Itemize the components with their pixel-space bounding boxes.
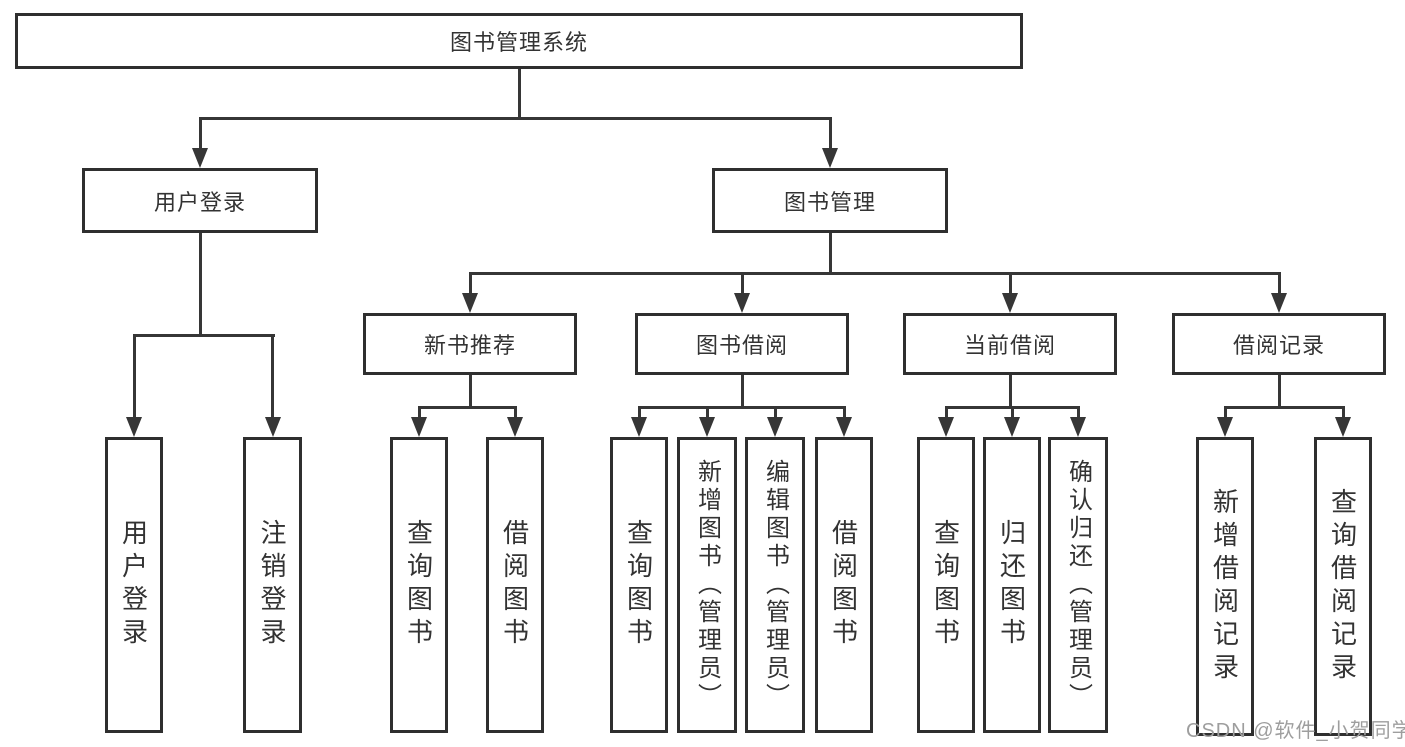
leaf-g2-query-book: 查询图书 (917, 437, 975, 733)
arrowhead-g1c2-icon (767, 417, 783, 437)
arrowhead-group1-icon (734, 293, 750, 313)
arrowhead-g1c3-icon (836, 417, 852, 437)
connector-group3-rail (1223, 405, 1345, 409)
node-borrow-record-label: 借阅记录 (1232, 333, 1325, 358)
connector-group1-rail (637, 405, 846, 409)
arrowhead-login-c1-icon (264, 417, 281, 437)
connector-drop-g0c0 (417, 407, 421, 419)
arrowhead-g3c0-icon (1217, 417, 1233, 437)
connector-drop-group3 (1277, 273, 1281, 295)
node-root-label: 图书管理系统 (449, 30, 588, 55)
arrowhead-g2c0-icon (938, 417, 954, 437)
arrowhead-g1c0-icon (631, 417, 647, 437)
csdn-watermark: CSDN @软件_小贺同学 (1186, 720, 1405, 742)
node-root: 图书管理系统 (15, 13, 1023, 69)
connector-root-rail (198, 116, 832, 120)
connector-group1-stem (740, 375, 744, 407)
node-current-borrow-label: 当前借阅 (963, 333, 1056, 358)
connector-drop-g3c0 (1223, 407, 1227, 419)
leaf-g1-query-book-label: 查询图书 (623, 519, 654, 651)
connector-drop-login-c0 (132, 335, 136, 419)
node-borrow-record: 借阅记录 (1172, 313, 1386, 375)
connector-mgmt-rail (468, 271, 1281, 275)
connector-drop-g0c1 (513, 407, 517, 419)
connector-drop-login-c1 (271, 335, 274, 419)
leaf-g2-confirm-return-admin: 确认归还（管理员） (1048, 437, 1108, 733)
node-current-borrow: 当前借阅 (903, 313, 1117, 375)
node-user-login: 用户登录 (82, 168, 318, 233)
arrowhead-group3-icon (1271, 293, 1287, 313)
arrowhead-login-c0-icon (126, 417, 142, 437)
leaf-g3-query-record-label: 查询借阅记录 (1327, 487, 1358, 686)
arrowhead-g0c1-icon (507, 417, 523, 437)
leaf-g3-query-record: 查询借阅记录 (1314, 437, 1372, 736)
leaf-logout: 注销登录 (243, 437, 302, 733)
node-user-login-label: 用户登录 (153, 189, 246, 215)
connector-group0-rail (417, 405, 517, 409)
leaf-g0-borrow-book-label: 借阅图书 (499, 519, 530, 651)
node-new-book-recommend-label: 新书推荐 (423, 333, 516, 358)
connector-login-rail (132, 333, 275, 337)
arrowhead-g0c0-icon (411, 417, 427, 437)
arrowhead-g1c1-icon (699, 417, 715, 437)
leaf-g2-return-book-label: 归还图书 (996, 519, 1027, 651)
leaf-g3-add-record-label: 新增借阅记录 (1209, 487, 1240, 686)
leaf-g1-edit-book-admin-label: 编辑图书（管理员） (761, 459, 789, 711)
leaf-user-login: 用户登录 (105, 437, 163, 733)
leaf-g2-confirm-return-admin-label: 确认归还（管理员） (1064, 459, 1092, 711)
connector-drop-g1c0 (637, 407, 641, 419)
connector-group3-stem (1277, 375, 1281, 407)
connector-drop-g1c2 (773, 407, 777, 419)
connector-drop-group1 (740, 273, 744, 295)
leaf-g1-edit-book-admin: 编辑图书（管理员） (745, 437, 805, 733)
leaf-g1-borrow-book-label: 借阅图书 (828, 519, 859, 651)
connector-drop-g2c0 (944, 407, 948, 419)
connector-drop-g1c1 (705, 407, 709, 419)
connector-login-stem (198, 233, 202, 335)
leaf-g0-query-book-label: 查询图书 (403, 519, 434, 651)
leaf-g1-query-book: 查询图书 (610, 437, 668, 733)
leaf-g0-borrow-book: 借阅图书 (486, 437, 544, 733)
arrowhead-group2-icon (1002, 293, 1018, 313)
arrowhead-mgmt-icon (822, 148, 838, 168)
arrowhead-g2c1-icon (1004, 417, 1020, 437)
connector-root-stem (517, 69, 521, 118)
leaf-g3-add-record: 新增借阅记录 (1196, 437, 1254, 736)
node-book-borrow-label: 图书借阅 (695, 333, 788, 358)
connector-drop-login (198, 118, 202, 150)
node-book-borrow: 图书借阅 (635, 313, 849, 375)
connector-group2-stem (1008, 375, 1012, 407)
connector-drop-g3c1 (1341, 407, 1345, 419)
connector-drop-g2c2 (1076, 407, 1080, 419)
leaf-g2-return-book: 归还图书 (983, 437, 1041, 733)
arrowhead-g2c2-icon (1070, 417, 1086, 437)
arrowhead-g3c1-icon (1335, 417, 1351, 437)
leaf-user-login-label: 用户登录 (118, 519, 149, 651)
node-new-book-recommend: 新书推荐 (363, 313, 577, 375)
connector-drop-g1c3 (842, 407, 846, 419)
connector-mgmt-stem (828, 233, 832, 273)
connector-drop-mgmt (828, 118, 832, 150)
leaf-g1-borrow-book: 借阅图书 (815, 437, 873, 733)
connector-drop-group0 (468, 273, 472, 295)
leaf-g0-query-book: 查询图书 (390, 437, 448, 733)
arrowhead-group0-icon (462, 293, 478, 313)
arrowhead-login-icon (192, 148, 208, 168)
connector-group0-stem (468, 375, 472, 407)
leaf-g1-add-book-admin-label: 新增图书（管理员） (693, 459, 721, 711)
leaf-g2-query-book-label: 查询图书 (930, 519, 961, 651)
leaf-logout-label: 注销登录 (257, 519, 287, 651)
leaf-g1-add-book-admin: 新增图书（管理员） (677, 437, 737, 733)
connector-drop-g2c1 (1010, 407, 1014, 419)
connector-drop-group2 (1008, 273, 1012, 295)
node-book-mgmt-label: 图书管理 (783, 189, 876, 215)
node-book-mgmt: 图书管理 (712, 168, 948, 233)
